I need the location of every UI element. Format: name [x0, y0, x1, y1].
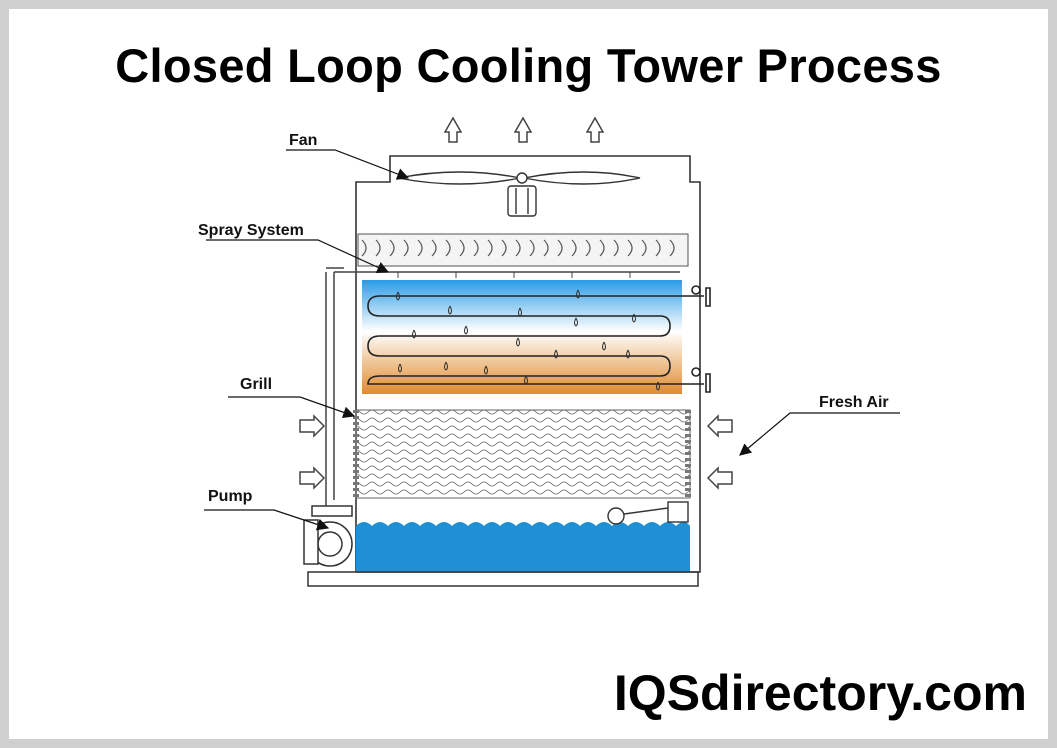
exhaust-arrow — [513, 116, 533, 143]
inlet-arrow-left — [299, 466, 326, 490]
fresh-air-callout — [739, 412, 900, 456]
spray-system-label: Spray System — [198, 222, 304, 239]
fan-blade — [523, 171, 641, 185]
fan — [397, 171, 641, 217]
pump — [303, 505, 353, 567]
grill-callout — [228, 396, 356, 419]
tower-base — [307, 571, 699, 587]
diagram-title: Closed Loop Cooling Tower Process — [115, 39, 942, 92]
drift-eliminator — [357, 233, 689, 267]
exhaust-arrow — [585, 116, 605, 143]
pump-label: Pump — [208, 488, 253, 505]
heat-exchanger-coil — [362, 280, 711, 394]
fill-media — [353, 409, 691, 499]
exhaust-arrows — [443, 116, 605, 143]
tower-outline — [355, 155, 701, 573]
inlet-arrow-right — [706, 414, 733, 438]
air-inlet-arrows — [299, 414, 733, 490]
grill-label: Grill — [240, 376, 273, 393]
pump-callout — [204, 509, 330, 531]
brand-logo-text: IQSdirectory.com — [613, 665, 1027, 721]
fan-callout — [286, 149, 410, 180]
fan-blade — [397, 171, 521, 185]
callouts — [204, 149, 900, 531]
inlet-arrow-right — [706, 466, 733, 490]
fan-motor — [507, 185, 537, 217]
inlet-arrow-left — [299, 414, 326, 438]
fan-label: Fan — [289, 132, 318, 149]
water-basin — [356, 501, 690, 572]
fresh-air-label: Fresh Air — [819, 394, 889, 411]
spray-header — [325, 267, 680, 506]
exhaust-arrow — [443, 116, 463, 143]
spray-callout — [206, 239, 390, 273]
